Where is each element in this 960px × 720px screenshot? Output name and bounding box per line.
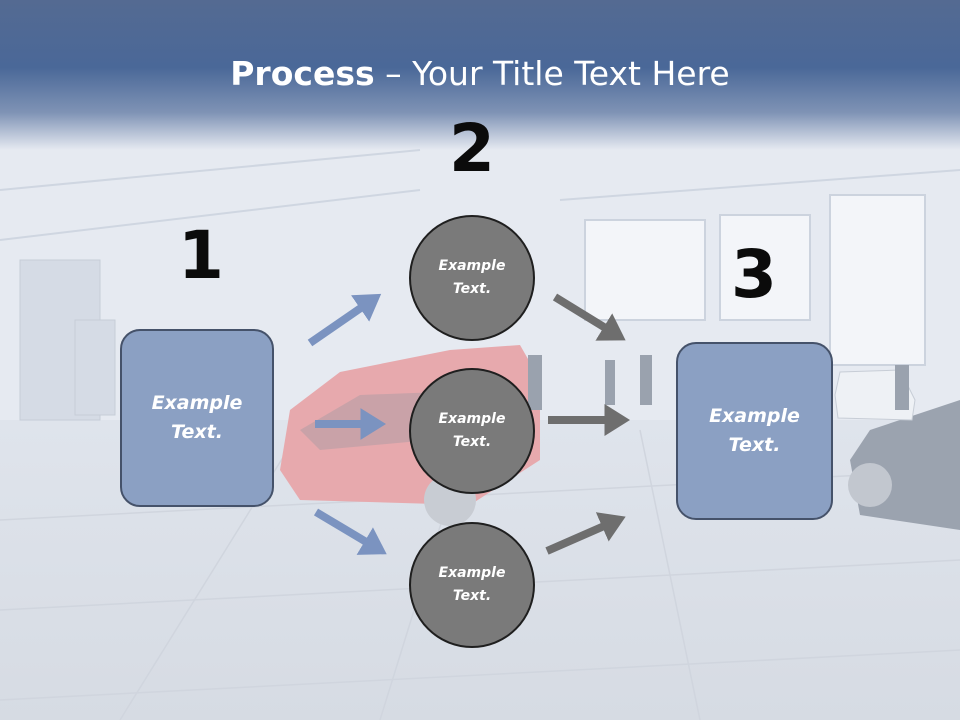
step-number-3: 3: [731, 236, 777, 313]
step-2-circle-bottom: Example Text.: [409, 522, 535, 648]
step-2-circle-bottom-text: Example Text.: [438, 565, 506, 604]
slide-title: Process – Your Title Text Here: [0, 54, 960, 93]
gray-arrow-down: [552, 293, 626, 341]
step-2-circle-middle-text: Example Text.: [438, 411, 506, 450]
step-1-box: Example Text.: [120, 329, 274, 507]
step-3-text: Example Text.: [709, 405, 800, 456]
step-number-1: 1: [178, 217, 224, 294]
title-regular-part: – Your Title Text Here: [374, 54, 730, 93]
title-banner: [0, 0, 960, 150]
step-2-circle-top-text: Example Text.: [438, 258, 506, 297]
blue-arrow-up: [307, 293, 382, 347]
step-1-text: Example Text.: [151, 392, 243, 443]
step-2-circle-middle: Example Text.: [409, 368, 535, 494]
step-number-2: 2: [449, 110, 495, 187]
blue-arrow-down: [313, 508, 387, 555]
gray-arrow-up: [545, 512, 626, 555]
title-bold-part: Process: [230, 54, 375, 93]
step-3-box: Example Text.: [676, 342, 833, 520]
step-2-circle-top: Example Text.: [409, 215, 535, 341]
